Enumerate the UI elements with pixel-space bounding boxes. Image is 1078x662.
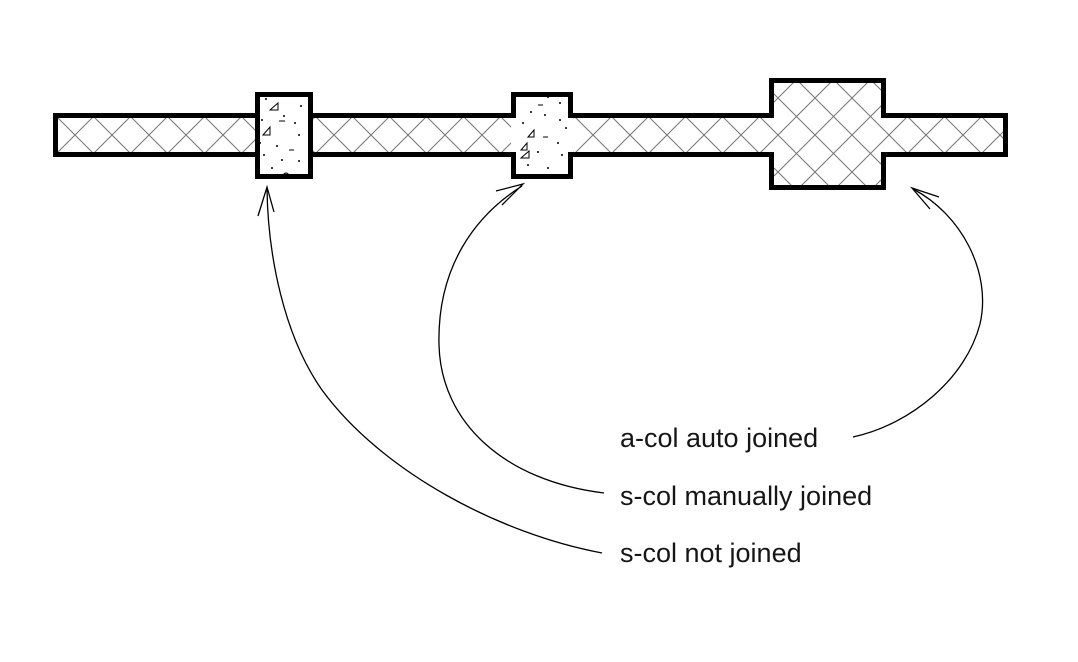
- column-s-manually-joined-fill: [511, 92, 573, 179]
- column-a-auto-joined-outline: [769, 78, 886, 190]
- column-a-auto-joined-fill: [769, 78, 886, 190]
- leader-manually-joined-curve: [438, 185, 605, 494]
- leader-auto-joined-arrowhead: [909, 186, 940, 210]
- leader-auto-joined: [852, 186, 984, 438]
- leader-not-joined-curve: [266, 188, 603, 554]
- leader-not-joined: [257, 184, 603, 554]
- column-s-manually-joined: [511, 92, 573, 179]
- label-auto-joined: a-col auto joined: [620, 423, 818, 453]
- label-not-joined: s-col not joined: [620, 538, 802, 568]
- leader-manually-joined-arrowhead: [495, 182, 526, 206]
- leader-auto-joined-curve: [852, 188, 984, 438]
- label-manually-joined: s-col manually joined: [620, 481, 872, 511]
- column-s-not-joined: [255, 92, 313, 179]
- concrete-stipple: [519, 92, 567, 177]
- leader-not-joined-arrowhead: [257, 184, 275, 217]
- leader-manually-joined: [438, 182, 605, 494]
- column-a-auto-joined: [769, 78, 886, 190]
- concrete-stipple: [259, 98, 302, 178]
